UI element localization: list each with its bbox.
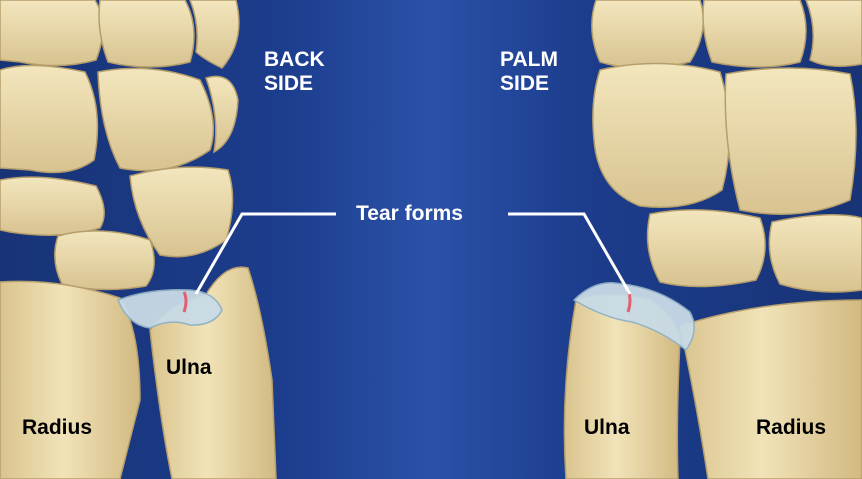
palm-side-label-line2: SIDE bbox=[500, 72, 558, 96]
ulna-back-label: Ulna bbox=[166, 356, 212, 380]
palm-side-label: PALM SIDE bbox=[500, 48, 558, 96]
radius-back-label: Radius bbox=[22, 416, 92, 440]
radius-palm-shape bbox=[680, 300, 862, 479]
back-side-label-line2: SIDE bbox=[264, 72, 325, 96]
radius-back-shape bbox=[0, 281, 140, 479]
ulna-palm-label: Ulna bbox=[584, 416, 630, 440]
back-side-label-line1: BACK bbox=[264, 48, 325, 72]
cartilage-back bbox=[118, 290, 222, 328]
radius-palm-label: Radius bbox=[756, 416, 826, 440]
back-side-label: BACK SIDE bbox=[264, 48, 325, 96]
palm-side-label-line1: PALM bbox=[500, 48, 558, 72]
tear-forms-label: Tear forms bbox=[356, 202, 463, 226]
